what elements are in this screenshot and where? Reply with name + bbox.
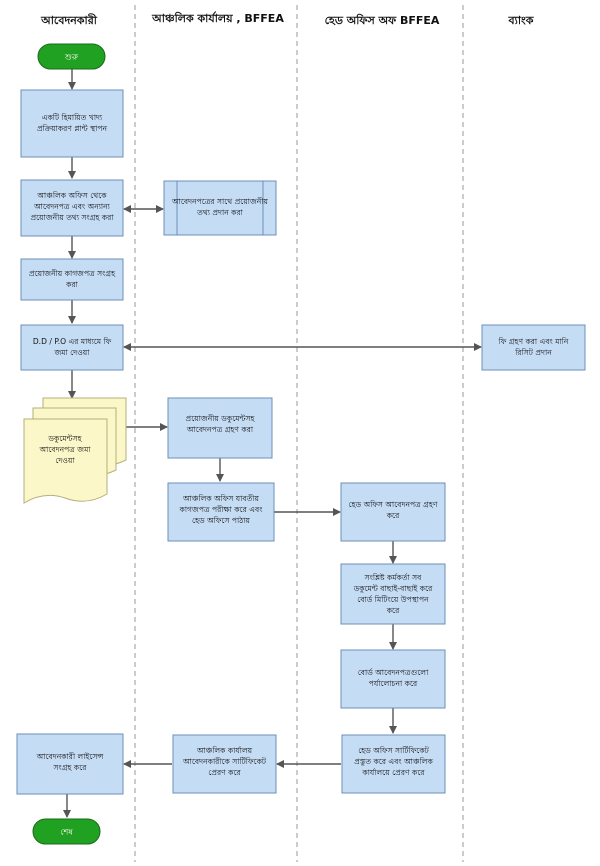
step-s9: সংশ্লিষ্ট কর্মকর্তা সব ডকুমেন্ট বাছাই-বাছ… xyxy=(340,563,446,625)
lane-dividers xyxy=(134,5,464,862)
step-s10-text: বোর্ড আবেদনপত্রগুলো পর্যালোচনা করে xyxy=(358,668,429,688)
text-line: আবেদনপত্র গ্রহণ করা xyxy=(186,425,254,434)
text-line: পর্যালোচনা করে xyxy=(369,679,418,688)
step-s12-text: আঞ্চলিক কার্যালয়আবেদনকারীকে সার্টিফিকেট… xyxy=(182,746,267,777)
step-s2b-text: আবেদনপত্রের সাথে প্রয়োজনীয় তথ্য প্রদান … xyxy=(171,196,269,217)
text-line: প্রয়োজনীয় কাগজপত্র সংগ্রহ xyxy=(29,268,116,278)
text-line: কার্যালয়ে প্রেরণ করে xyxy=(361,768,425,777)
lane-title-applicant: আবেদনকারী xyxy=(40,13,98,27)
step-s7-text: আঞ্চলিক অফিস যাবতীয়কাগজপত্র পরীক্ষা করে… xyxy=(179,493,264,525)
text-line: বোর্ড আবেদনপত্রগুলো xyxy=(358,668,429,677)
step-s10: বোর্ড আবেদনপত্রগুলো পর্যালোচনা করে xyxy=(340,649,446,709)
text-line: প্রয়োজনীয় তথ্য সংগ্রহ করা xyxy=(30,212,114,222)
text-line: আবেদনপত্র এবং অন্যান্য xyxy=(33,202,111,211)
text-line: আঞ্চলিক অফিস যাবতীয় xyxy=(182,493,259,503)
text-line: কাগজপত্র পরীক্ষা করে এবং xyxy=(179,504,264,514)
lane-title-regional-office: আঞ্চলিক কার্যালয় , BFFEA xyxy=(151,11,284,25)
text-line: আবেদনকারী লাইসেন্স xyxy=(36,751,105,761)
text-line: হেড অফিস সার্টিফিকেট xyxy=(358,745,429,755)
step-s4b: ফি গ্রহণ করা এবং মানিরিসিট প্রদান xyxy=(481,324,586,371)
step-s7: আঞ্চলিক অফিস যাবতীয়কাগজপত্র পরীক্ষা করে… xyxy=(167,482,275,542)
step-s4b-text: ফি গ্রহণ করা এবং মানিরিসিট প্রদান xyxy=(498,337,569,357)
step-s8-text: হেড অফিস আবেদনপত্র গ্রহণ করে xyxy=(349,500,438,520)
text-line: আঞ্চলিক অফিস থেকে xyxy=(36,191,107,200)
text-line: করে xyxy=(386,511,400,520)
text-line: বোর্ড মিটিংয়ে উপস্থাপন xyxy=(357,594,429,604)
start-label: শুরু xyxy=(64,53,79,62)
text-line: জমা দেওয়া xyxy=(54,348,91,357)
step-s6-text: প্রয়োজনীয় ডকুমেন্টসহ আবেদনপত্র গ্রহণ কর… xyxy=(186,413,256,434)
text-line: প্রস্তুত করে এবং আঞ্চলিক xyxy=(354,757,433,766)
text-line: করে xyxy=(386,606,400,615)
text-line: একটি হিমায়িত খাদ্য xyxy=(42,112,103,122)
step-s11: হেড অফিস সার্টিফিকেট প্রস্তুত করে এবং আঞ্… xyxy=(341,734,446,794)
text-line: হেড অফিসে পাঠায় xyxy=(192,515,250,525)
end-terminal: শেষ xyxy=(32,818,101,845)
step-s2b-predefined-process: আবেদনপত্রের সাথে প্রয়োজনীয় তথ্য প্রদান … xyxy=(163,180,277,236)
step-s6: প্রয়োজনীয় ডকুমেন্টসহ আবেদনপত্র গ্রহণ কর… xyxy=(167,397,273,459)
text-line: প্রক্রিয়াকরণ প্লান্ট স্থাপন xyxy=(37,124,108,133)
text-line: তথ্য প্রদান করা xyxy=(196,208,244,217)
end-label: শেষ xyxy=(60,828,73,837)
step-s11-text: হেড অফিস সার্টিফিকেট প্রস্তুত করে এবং আঞ্… xyxy=(354,745,433,777)
text-line: ডকুমেন্টসহ xyxy=(47,434,82,443)
connectors xyxy=(63,69,482,818)
step-s4: D.D / P.O এর মাধ্যমে ফি জমা দেওয়া xyxy=(20,324,124,371)
lane-titles: আবেদনকারী আঞ্চলিক কার্যালয় , BFFEA হেড … xyxy=(40,11,535,27)
text-line: সংশ্লিষ্ট কর্মকর্তা সব xyxy=(364,573,423,582)
text-line: সংগ্রহ করে xyxy=(53,763,88,772)
text-line: আবেদনপত্র জমা xyxy=(38,445,91,454)
step-s1-text: একটি হিমায়িত খাদ্য প্রক্রিয়াকরণ প্লান্ট… xyxy=(37,112,108,133)
text-line: রিসিট প্রদান xyxy=(514,347,552,357)
step-s8: হেড অফিস আবেদনপত্র গ্রহণ করে xyxy=(340,482,446,542)
step-s5-text: ডকুমেন্টসহ আবেদনপত্র জমা দেওয়া xyxy=(38,434,91,465)
step-s1: একটি হিমায়িত খাদ্য প্রক্রিয়াকরণ প্লান্ট… xyxy=(20,89,124,158)
step-s4-text: D.D / P.O এর মাধ্যমে ফি জমা দেওয়া xyxy=(33,337,112,357)
text-line: করা xyxy=(65,280,78,289)
start-terminal: শুরু xyxy=(37,43,106,70)
text-line: প্রেরণ করে xyxy=(208,768,241,777)
text-line: হেড অফিস আবেদনপত্র গ্রহণ xyxy=(349,500,438,509)
text-line: ফি গ্রহণ করা এবং মানি xyxy=(498,337,569,346)
step-s12: আঞ্চলিক কার্যালয়আবেদনকারীকে সার্টিফিকেট… xyxy=(172,734,277,794)
text-line: আবেদনপত্রের সাথে প্রয়োজনীয় xyxy=(171,196,269,206)
step-s13: আবেদনকারী লাইসেন্স সংগ্রহ করে xyxy=(16,733,124,795)
text-line: D.D / P.O এর মাধ্যমে ফি xyxy=(33,337,112,346)
step-s3-text: প্রয়োজনীয় কাগজপত্র সংগ্রহ করা xyxy=(29,268,116,289)
step-s13-text: আবেদনকারী লাইসেন্স সংগ্রহ করে xyxy=(36,751,105,772)
step-s3: প্রয়োজনীয় কাগজপত্র সংগ্রহ করা xyxy=(20,258,124,301)
text-line: দেওয়া xyxy=(55,456,75,465)
text-line: আঞ্চলিক কার্যালয় xyxy=(196,746,253,755)
lane-title-bank: ব্যাংক xyxy=(508,14,535,27)
text-line: প্রয়োজনীয় ডকুমেন্টসহ xyxy=(186,413,256,423)
text-line: ডকুমেন্ট বাছাই-বাছাই করে xyxy=(353,584,433,593)
step-s9-text: সংশ্লিষ্ট কর্মকর্তা সব ডকুমেন্ট বাছাই-বাছ… xyxy=(353,573,433,615)
lane-title-head-office: হেড অফিস অফ BFFEA xyxy=(325,13,440,27)
step-s5-multi-document: ডকুমেন্টসহ আবেদনপত্র জমা দেওয়া xyxy=(23,397,127,504)
text-line: আবেদনকারীকে সার্টিফিকেট xyxy=(182,756,267,766)
